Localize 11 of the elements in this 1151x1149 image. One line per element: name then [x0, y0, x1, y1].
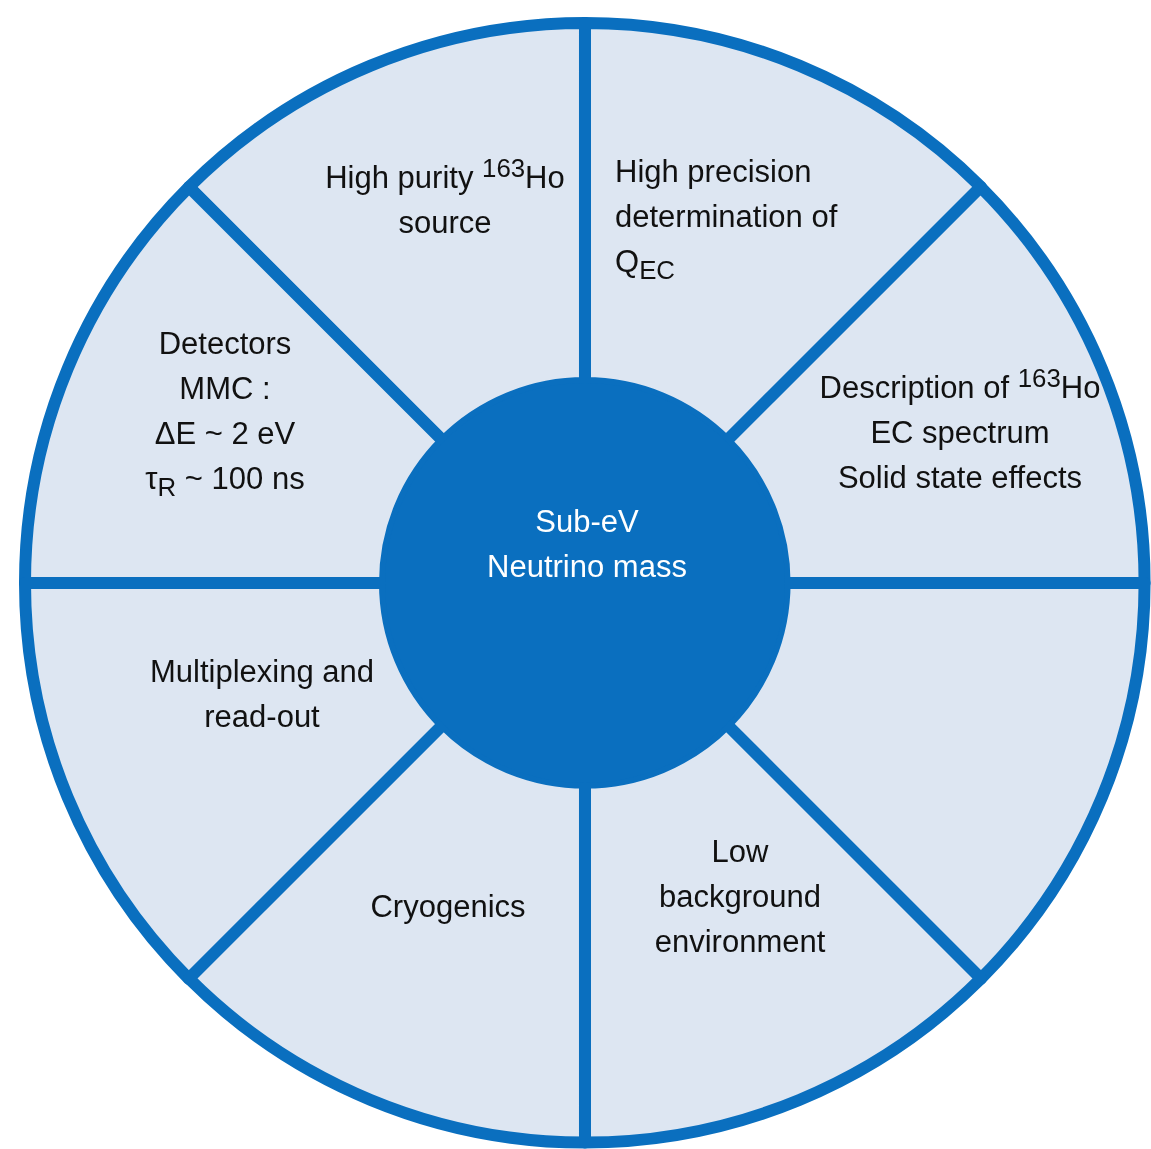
hub-label: Sub-eV Neutrino mass	[487, 503, 687, 586]
sector-label: High precision determination of Q$_{EC}$	[615, 153, 839, 287]
sector-label: ΔE ~ 2 eV	[153, 414, 297, 453]
sector-label: Low background environment	[653, 833, 827, 961]
sector-label: Description of $^{163}$Ho EC spectrum	[818, 363, 1102, 453]
sector-label: High purity $^{163}$Ho source	[324, 153, 566, 243]
sector-label: τ$_{R}$ ~ 100 ns	[144, 459, 306, 503]
sector-label: Detectors MMC :	[157, 325, 293, 408]
sector-label: Cryogenics	[369, 888, 527, 926]
sector-label: Multiplexing and read-out	[149, 653, 375, 736]
sector-label: Solid state effects	[836, 459, 1084, 498]
